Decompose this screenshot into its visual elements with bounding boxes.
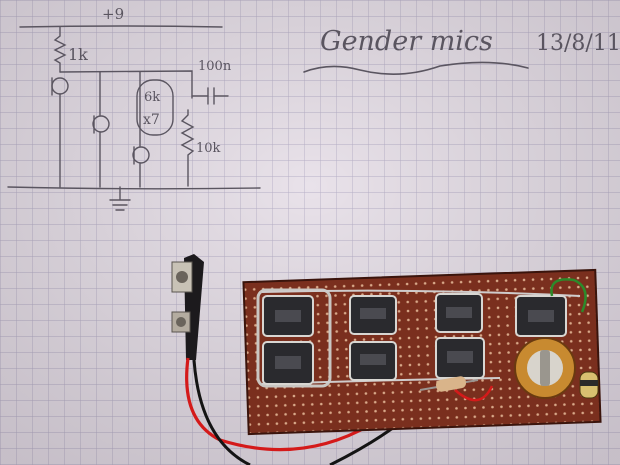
ground-rail: [7, 186, 261, 190]
green-wire: [550, 278, 587, 313]
capacitor-label: 100n: [198, 59, 232, 74]
ground-symbol: [109, 186, 131, 211]
resistor-10k: [180, 109, 195, 187]
schematic: [7, 25, 529, 211]
resistor-side-label: 10k: [196, 141, 221, 156]
resistor-1k: [53, 26, 67, 73]
board-resistor: [419, 376, 479, 392]
stripboard: [242, 268, 602, 436]
battery-clip: [171, 254, 204, 360]
mic-2-symbol: [92, 115, 110, 133]
signal-rail: [59, 70, 193, 99]
multiplier-label: x7: [143, 112, 160, 128]
mic-3-symbol: [132, 146, 150, 164]
resistor-top-label: 1k: [68, 45, 88, 64]
output-capacitor: [579, 371, 599, 399]
mic-group-box: [136, 79, 174, 136]
notes-title: Gender mics: [320, 26, 493, 57]
supply-label: +9: [102, 5, 124, 23]
trimmer-potentiometer: [514, 337, 576, 399]
supply-rail: [19, 25, 223, 28]
notes-date: 13/8/11: [536, 31, 620, 56]
title-underline: [303, 61, 529, 75]
board-red-jumper: [454, 385, 494, 402]
battery-black-wire: [192, 359, 251, 465]
mic-box-label: 6k: [144, 90, 160, 105]
